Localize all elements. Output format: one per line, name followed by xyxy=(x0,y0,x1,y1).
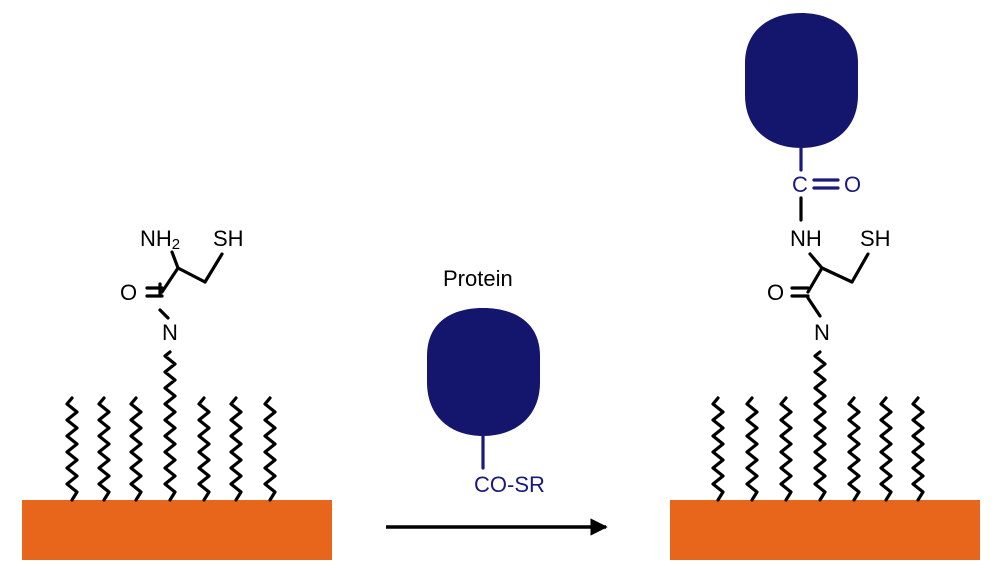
alkyl-chain xyxy=(129,396,143,502)
protein-label: Protein xyxy=(443,266,513,291)
protein-blob xyxy=(427,308,540,436)
left-thiol-label: SH xyxy=(213,226,244,251)
alkyl-chain xyxy=(711,396,725,502)
ligated-protein-blob xyxy=(745,13,858,148)
alkyl-chain xyxy=(97,396,111,502)
right-thiol-label: SH xyxy=(860,226,891,251)
alkyl-chain xyxy=(879,396,893,502)
left-long-chain xyxy=(163,350,177,502)
bond-calpha-nh2 xyxy=(170,250,180,270)
alkyl-chain xyxy=(229,396,243,502)
bond-cbeta-s xyxy=(850,252,870,284)
right-amide-nh: NH xyxy=(790,226,822,251)
left-carbonyl-oxygen: O xyxy=(120,280,137,305)
right-long-chain xyxy=(813,350,827,502)
alkyl-chain xyxy=(163,350,177,502)
right-surface-slab xyxy=(670,500,980,560)
right-carbonyl-oxygen: O xyxy=(767,280,784,305)
alkyl-chain xyxy=(745,396,759,502)
right-amide-nitrogen: N xyxy=(814,320,830,345)
alkyl-chain xyxy=(65,396,79,502)
alkyl-chain xyxy=(847,396,861,502)
alkyl-chain xyxy=(263,396,277,502)
bond-n-c xyxy=(158,308,170,320)
bond-calpha-cbeta xyxy=(176,266,207,284)
right-short-chains xyxy=(711,396,925,502)
alkyl-chain xyxy=(779,396,793,502)
left-surface-slab xyxy=(22,500,332,560)
left-amide-nitrogen: N xyxy=(162,320,178,345)
left-cysteine: NH2 SH O N xyxy=(120,226,244,345)
bond-cbeta-s xyxy=(203,252,224,284)
alkyl-chain xyxy=(911,396,925,502)
right-carbonyl-oxygen-top: O xyxy=(844,172,861,197)
bond-calpha-cbeta xyxy=(820,266,854,284)
right-cysteine: NH SH O N xyxy=(767,226,891,345)
middle-panel: Protein CO-SR xyxy=(386,266,608,536)
left-short-chains xyxy=(65,396,277,502)
right-carbonyl-carbon: C xyxy=(792,172,808,197)
thioester-label: CO-SR xyxy=(474,472,545,497)
bond-nh-calpha xyxy=(808,252,824,270)
right-panel: C O NH SH O N xyxy=(670,13,980,560)
left-panel: NH2 SH O N xyxy=(22,226,332,560)
alkyl-chain xyxy=(197,396,211,502)
bond-c-n xyxy=(806,296,822,318)
alkyl-chain xyxy=(813,350,827,502)
bond-c-calpha xyxy=(160,266,180,294)
left-amine-label: NH2 xyxy=(140,226,180,253)
bond-calpha-c xyxy=(806,266,824,294)
